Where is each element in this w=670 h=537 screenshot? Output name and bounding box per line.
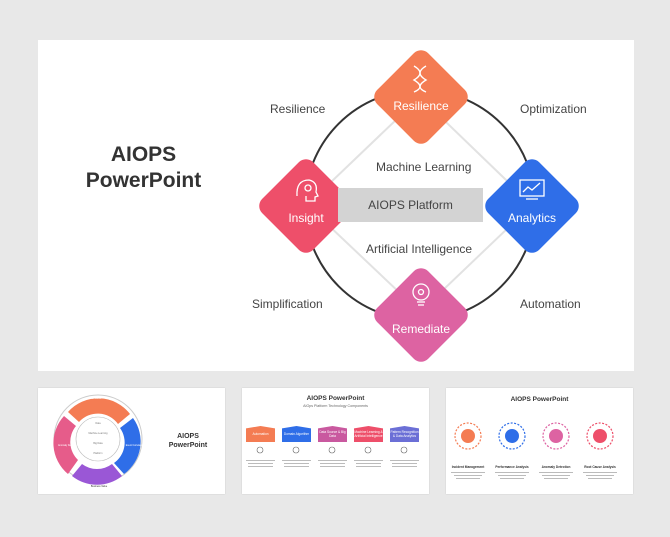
thumb2-subtitle: AIOps Platform Technology Components: [303, 404, 368, 408]
head-gear-icon: [296, 179, 319, 202]
label-simplification: Simplification: [252, 297, 323, 311]
item-performance-analysis: Performance Analysis: [495, 465, 529, 469]
step-ml-ai: Machine Learning & Artificial Intelligen…: [354, 426, 383, 442]
ring-label-2: Event Correlation: [125, 444, 145, 447]
item-incident-management: Incident Management: [451, 465, 485, 469]
ring-label-3: Anomaly Detection: [57, 444, 79, 447]
radial-diagram: [53, 394, 143, 485]
node-label-analytics: Analytics: [507, 211, 557, 225]
node-label-resilience: Resilience: [393, 99, 449, 113]
thumbnail-slide-3[interactable]: AIOPS PowerPoint Incident Management Per…: [446, 388, 633, 494]
step-data-source: Data Source & Big Data: [318, 426, 347, 442]
label-machine-learning: Machine Learning: [376, 160, 472, 174]
aiops-platform-bar: AIOPS Platform: [338, 188, 483, 222]
step-pattern-recognition: Pattern Recognition & Data Analytics: [390, 426, 419, 442]
title-line-1: AIOPS: [110, 143, 177, 166]
step-domain-algorithm: Domain Algorithm: [282, 426, 311, 442]
feature-icons: [451, 422, 617, 479]
label-optimization: Optimization: [520, 102, 587, 116]
label-artificial-intelligence: Artificial Intelligence: [366, 242, 473, 256]
node-label-insight: Insight: [288, 211, 324, 225]
center-item-data: Data: [95, 422, 101, 425]
dna-icon: [412, 65, 428, 93]
node-analytics: [485, 159, 579, 253]
page-title: AIOPS PowerPoint: [56, 142, 231, 194]
center-item-ml: Machine Learning: [88, 432, 108, 435]
ring-label-1: Root Cause: [88, 397, 102, 400]
node-label-remediate: Remediate: [391, 322, 451, 336]
center-item-bigdata: Big Data: [93, 442, 103, 445]
node-resilience: [374, 50, 468, 144]
thumbnail-slide-1[interactable]: Data Machine Learning Big Data Platform …: [38, 388, 225, 494]
node-insight: [259, 159, 353, 253]
thumb1-title-line-1: AIOPS: [177, 433, 199, 440]
business-value-label: Business Value: [90, 485, 108, 488]
title-line-2: PowerPoint: [85, 169, 202, 192]
aiops-platform-label: AIOPS Platform: [368, 198, 453, 212]
item-root-cause-analysis: Root Cause Analysis: [584, 465, 616, 469]
lightbulb-icon: [412, 283, 430, 306]
thumb1-title-line-2: PowerPoint: [168, 442, 208, 449]
thumb1-title: AIOPS PowerPoint: [158, 432, 218, 450]
step-automation: Automation: [246, 426, 275, 442]
node-remediate: [374, 268, 468, 362]
step-icons: [246, 446, 419, 467]
label-automation: Automation: [520, 297, 581, 311]
item-anomaly-detection: Anomaly Detection: [541, 465, 571, 469]
label-resilience: Resilience: [270, 102, 326, 116]
analytics-chart-icon: [519, 179, 545, 200]
center-item-platform: Platform: [93, 452, 103, 455]
thumbnail-slide-2[interactable]: AIOPS PowerPoint AIOps Platform Technolo…: [242, 388, 429, 494]
thumb2-title: AIOPS PowerPoint: [306, 395, 365, 402]
thumb3-title: AIOPS PowerPoint: [510, 396, 569, 403]
